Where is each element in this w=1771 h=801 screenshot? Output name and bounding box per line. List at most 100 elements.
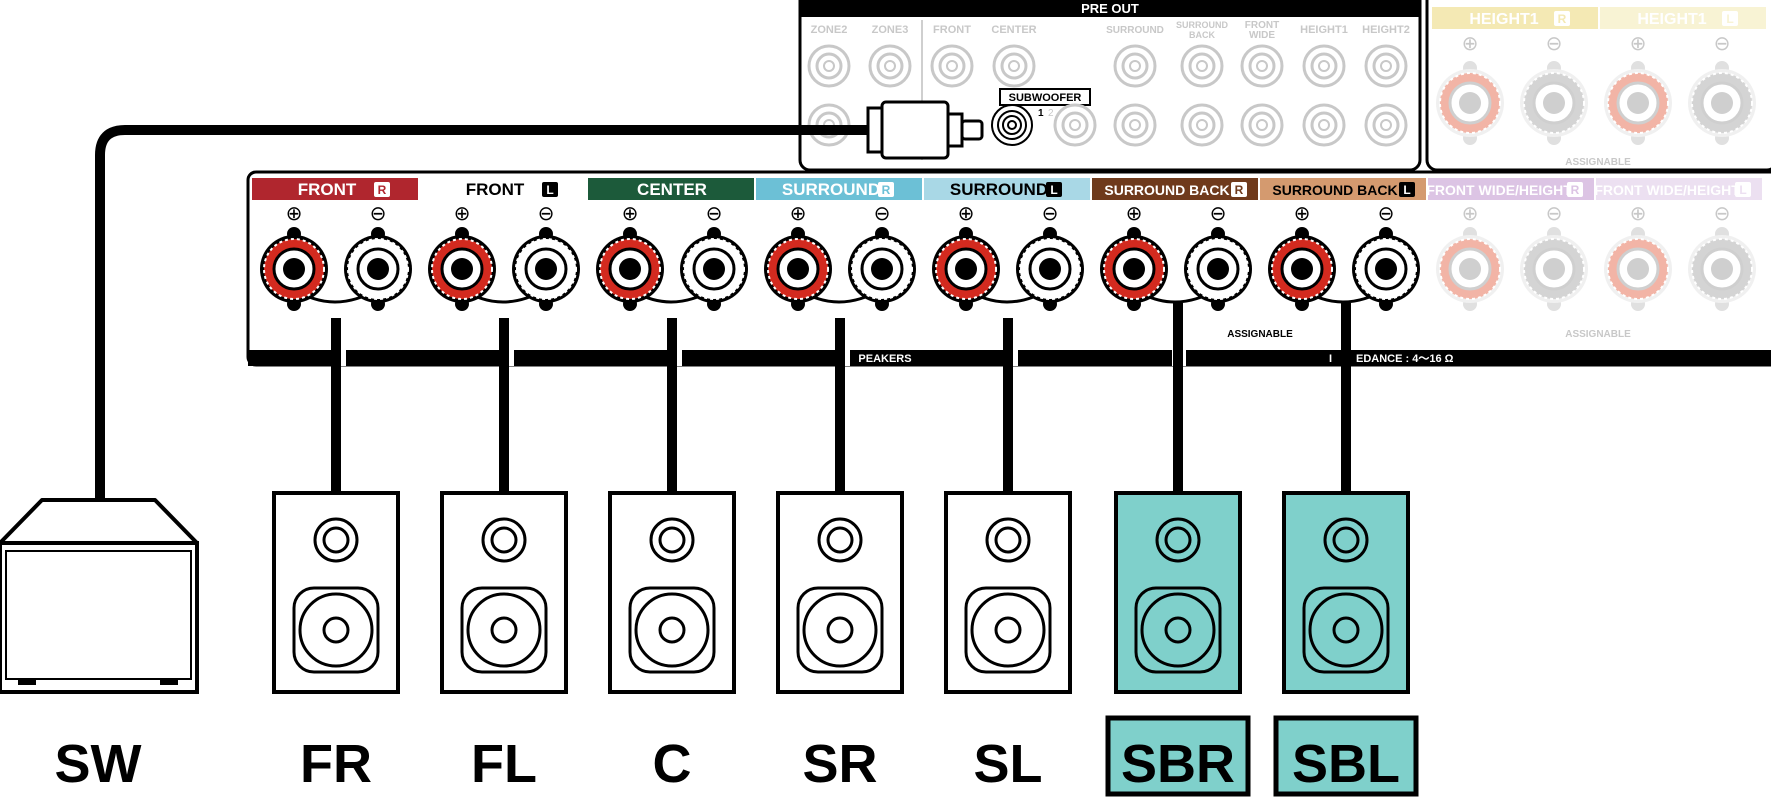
pre-out-label-height1: HEIGHT1 (1300, 24, 1348, 36)
terminal-positive-4[interactable] (764, 227, 832, 311)
speaker-label-sbl: SBL (1273, 715, 1419, 797)
subwoofer-output-label: SUBWOOFER (1009, 92, 1082, 104)
subwoofer-output: SUBWOOFER 1 2 (991, 88, 1097, 147)
subwoofer-output-label-box (999, 88, 1091, 106)
subwoofer-jack-1[interactable] (991, 104, 1033, 146)
speaker-sw (0, 498, 199, 694)
height-badge-1: R (1558, 12, 1567, 26)
height-badge-2: L (1726, 12, 1733, 26)
height-terminal-positive-1[interactable] (1436, 61, 1504, 145)
channel-label-7: SURROUND BACK (1272, 182, 1397, 198)
svg-text:C: C (653, 734, 692, 794)
pre-out-jack-top-4 (1113, 44, 1157, 88)
pre-out-label-surround: SURROUND (1106, 25, 1164, 36)
subwoofer-jack-2 (1053, 103, 1097, 147)
terminal-negative-1[interactable] (344, 227, 412, 311)
speakers-label: PEAKERS (858, 353, 911, 365)
pre-out-label-front-wide-2: WIDE (1249, 30, 1275, 41)
speaker-sr (776, 491, 904, 694)
terminal-positive-3[interactable] (596, 227, 664, 311)
plus-symbol: ⊕ (1294, 203, 1311, 225)
channel-label-1: FRONT (298, 180, 357, 199)
svg-text:SL: SL (973, 734, 1042, 794)
pre-out-jack-bottom-1 (1113, 103, 1157, 147)
assignable-label-front-wide: ASSIGNABLE (1565, 329, 1631, 340)
terminal-negative-3[interactable] (680, 227, 748, 311)
pre-out-label-zone2: ZONE2 (811, 24, 848, 36)
svg-text:FL: FL (471, 734, 537, 794)
terminal-negative-7[interactable] (1352, 227, 1420, 311)
speakers (0, 491, 1410, 694)
pre-out-jack-top-1 (868, 44, 912, 88)
minus-symbol: ⊖ (1714, 203, 1731, 225)
channel-label-4: SURROUND (782, 180, 880, 199)
terminal-positive-9[interactable] (1604, 227, 1672, 311)
speaker-label-sl: SL (973, 734, 1042, 794)
terminal-positive-5[interactable] (932, 227, 1000, 311)
plus-symbol: ⊕ (1630, 33, 1647, 55)
speaker-sbl (1282, 491, 1410, 694)
plus-symbol: ⊕ (454, 203, 471, 225)
channel-badge-9: L (1739, 183, 1746, 197)
terminal-negative-2[interactable] (512, 227, 580, 311)
svg-text:SR: SR (802, 734, 877, 794)
minus-symbol: ⊖ (1714, 33, 1731, 55)
svg-text:SBL: SBL (1292, 734, 1400, 794)
channel-badge-2: L (546, 183, 553, 197)
channel-label-8: FRONT WIDE/HEIGHT2 (1426, 182, 1579, 198)
minus-symbol: ⊖ (1378, 203, 1395, 225)
speaker-fl (440, 491, 568, 694)
channel-header-1: FRONT R (252, 178, 418, 200)
speaker-fr (272, 491, 400, 694)
terminal-negative-5[interactable] (1016, 227, 1084, 311)
channel-label-3: CENTER (637, 180, 707, 199)
pre-out-jack-top-0 (807, 44, 851, 88)
pre-out-jack-bottom-2 (1180, 103, 1224, 147)
height-header-1: HEIGHT1 R (1432, 7, 1598, 29)
terminal-negative-9[interactable] (1688, 227, 1756, 311)
pre-out-label-surround-back-2: BACK (1189, 30, 1215, 40)
speaker-sl (944, 491, 1072, 694)
svg-text:SBR: SBR (1121, 734, 1235, 794)
minus-symbol: ⊖ (874, 203, 891, 225)
terminal-positive-6[interactable] (1100, 227, 1168, 311)
height-label-1: HEIGHT1 (1469, 11, 1538, 28)
rca-plug (866, 100, 984, 160)
height-terminal-negative-1[interactable] (1520, 61, 1588, 145)
pre-out-jack-top-6 (1240, 44, 1284, 88)
plus-symbol: ⊕ (1462, 203, 1479, 225)
svg-text:SW: SW (55, 734, 142, 794)
terminal-negative-6[interactable] (1184, 227, 1252, 311)
height-terminal-negative-2[interactable] (1688, 61, 1756, 145)
pre-out-label-front-wide-1: FRONT (1245, 20, 1279, 31)
terminal-negative-4[interactable] (848, 227, 916, 311)
cables (95, 100, 1351, 500)
speaker-label-fr: FR (300, 734, 372, 794)
pre-out-label-surround-back-1: SURROUND (1176, 20, 1229, 30)
height-terminal-positive-2[interactable] (1604, 61, 1672, 145)
channel-label-6: SURROUND BACK (1104, 182, 1229, 198)
minus-symbol: ⊖ (706, 203, 723, 225)
plus-symbol: ⊕ (790, 203, 807, 225)
plus-symbol: ⊕ (622, 203, 639, 225)
pre-out-jack-bottom-4 (1302, 103, 1346, 147)
terminal-negative-8[interactable] (1520, 227, 1588, 311)
terminal-positive-8[interactable] (1436, 227, 1504, 311)
speaker-terminal-panel: PEAKERS I EDANCE : 4～16 Ω ASSIGNABLE ASS… (246, 170, 1771, 367)
pre-out-label-zone3: ZONE3 (872, 24, 909, 36)
minus-symbol: ⊖ (370, 203, 387, 225)
terminal-positive-7[interactable] (1268, 227, 1336, 311)
terminal-positive-1[interactable] (260, 227, 328, 311)
pre-out-label-center: CENTER (991, 24, 1036, 36)
terminal-positive-2[interactable] (428, 227, 496, 311)
pre-out-jack-bottom-3 (1240, 103, 1284, 147)
channel-badge-1: R (378, 183, 387, 197)
plus-symbol: ⊕ (286, 203, 303, 225)
pre-out-jack-top-8 (1364, 44, 1408, 88)
subwoofer-jack-1-label: 1 (1038, 108, 1044, 119)
channel-label-9: FRONT WIDE/HEIGHT2 (1594, 182, 1747, 198)
